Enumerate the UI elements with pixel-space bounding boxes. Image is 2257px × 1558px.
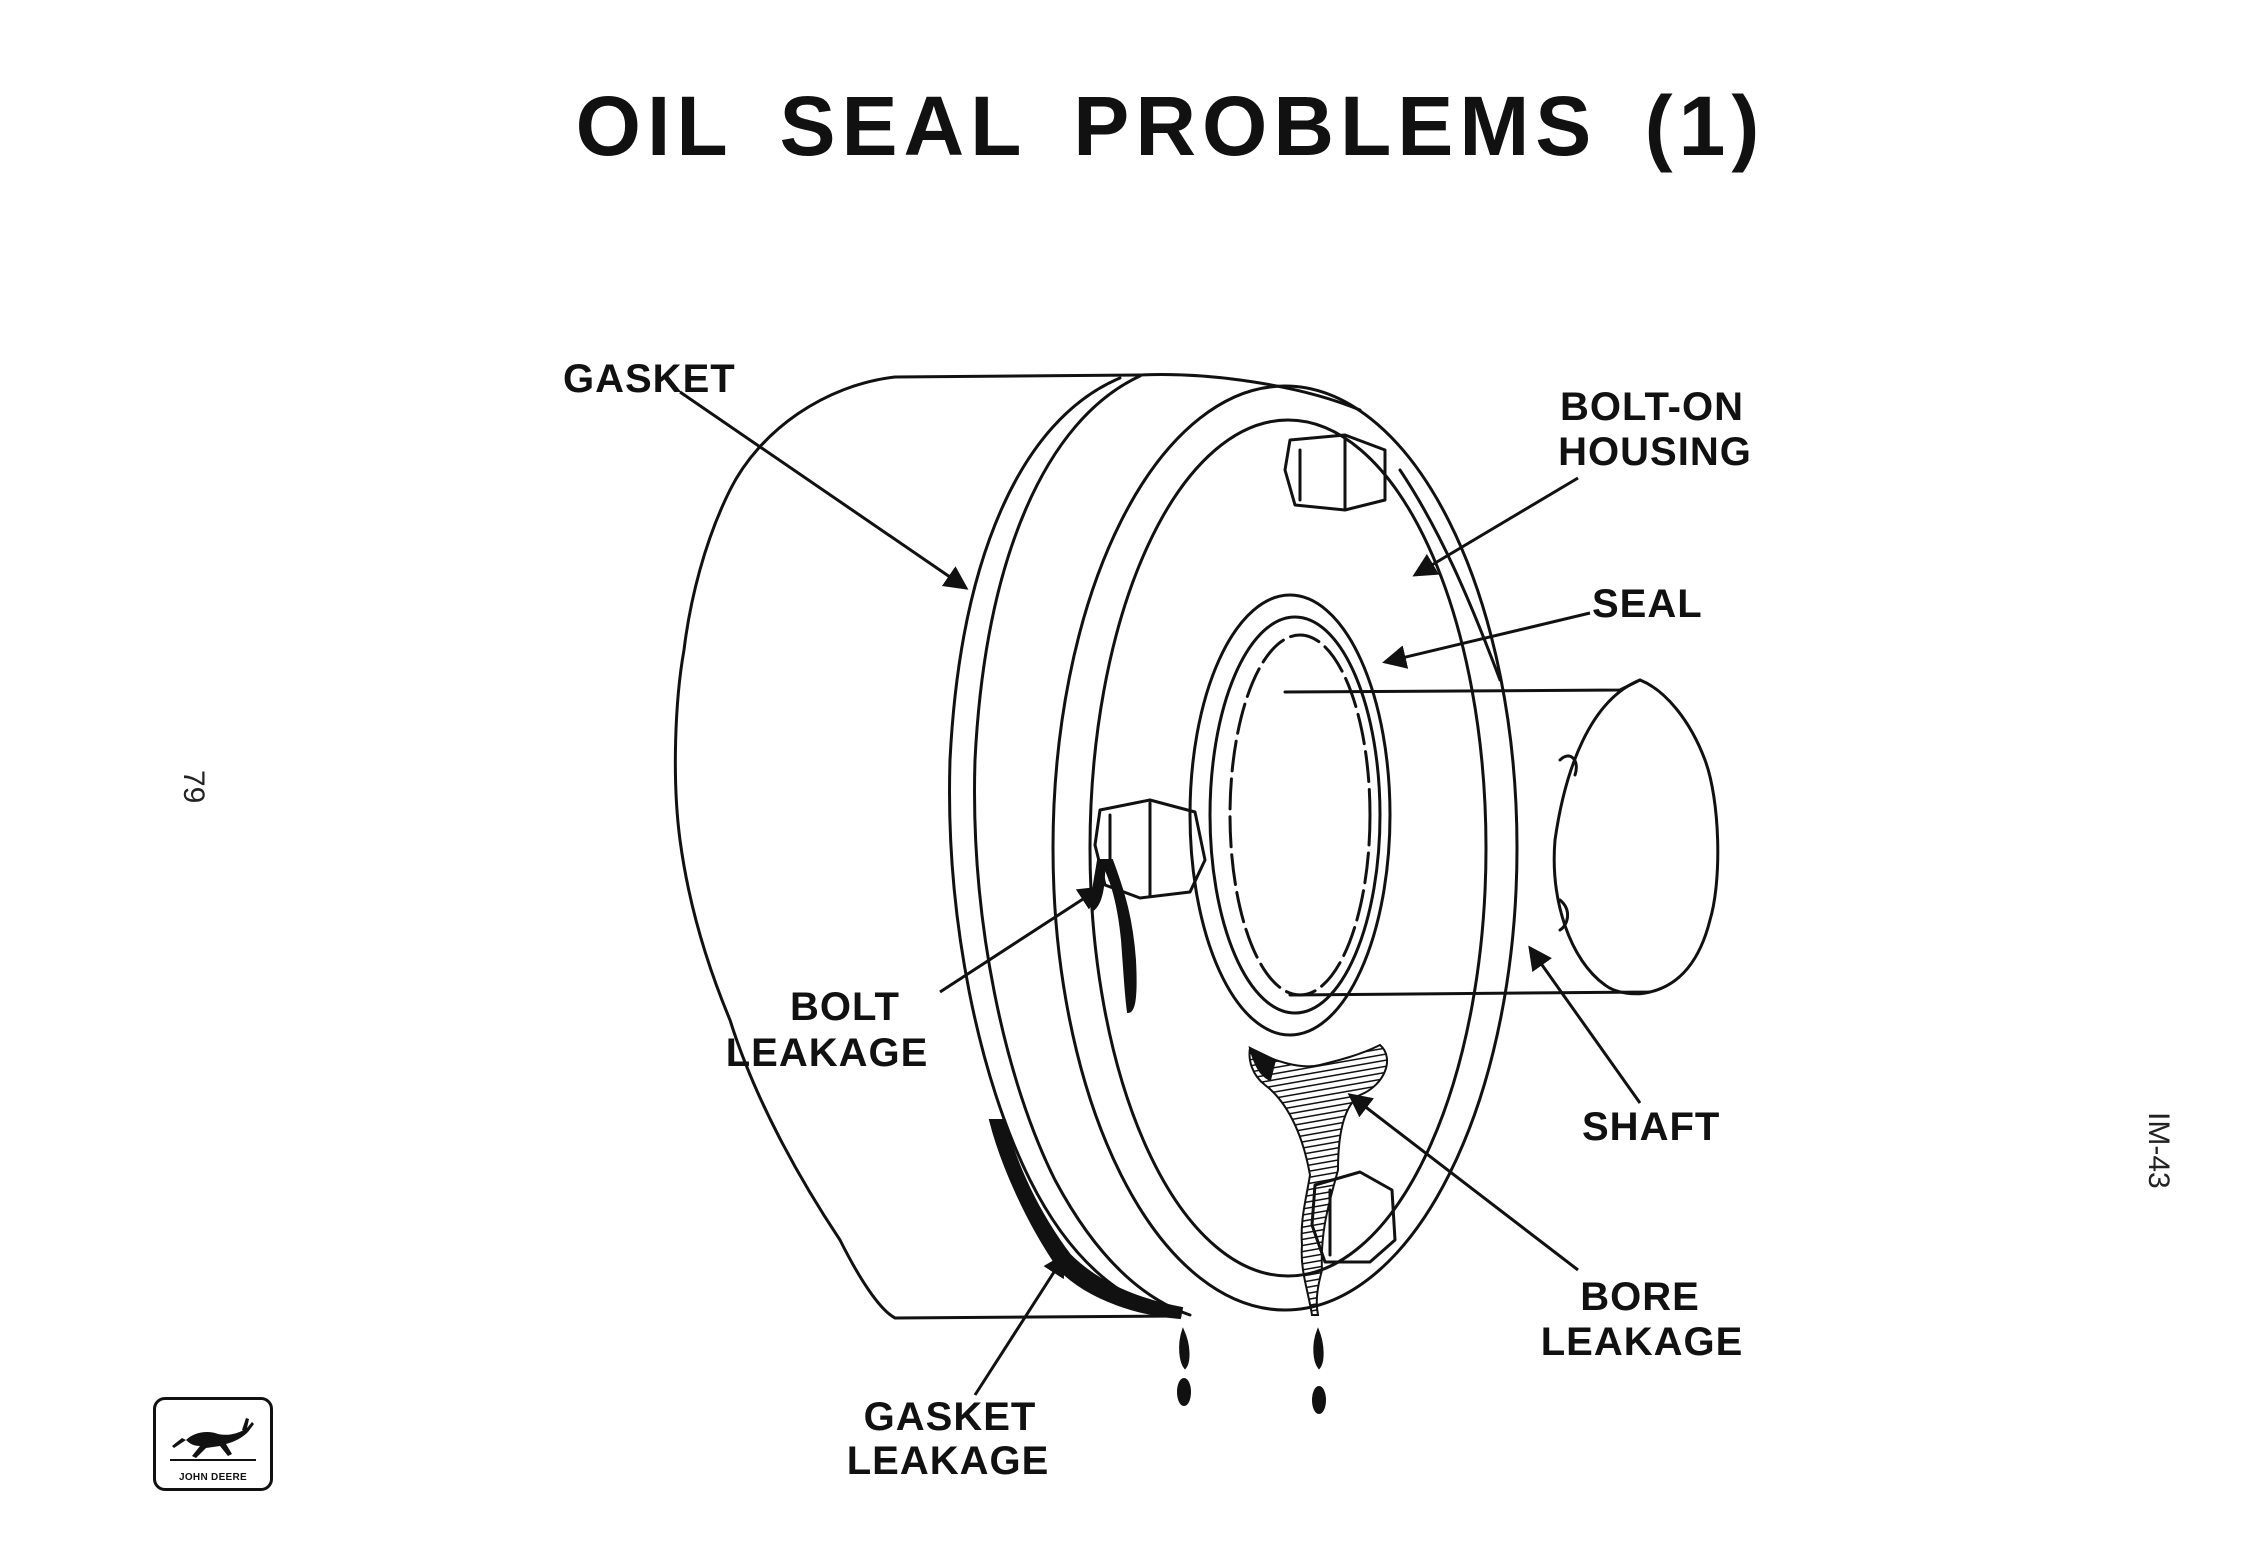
drip xyxy=(1313,1327,1324,1370)
document-code: IM-43 xyxy=(2142,1112,2175,1189)
housing-body xyxy=(673,373,1182,1320)
page-number: 79 xyxy=(177,770,210,804)
label-bolt-leakage: LEAKAGE xyxy=(726,1031,929,1075)
label-bore-leakage: BORE xyxy=(1580,1275,1700,1319)
gasket-leak xyxy=(988,1119,1184,1320)
page-title: OIL SEAL PROBLEMS (1) xyxy=(575,79,1766,173)
label-gasket: GASKET xyxy=(563,357,736,401)
label-bolt-on-housing: BOLT-ON xyxy=(1560,385,1744,429)
john-deere-logo: JOHN DEERE xyxy=(153,1397,273,1491)
logo-text: JOHN DEERE xyxy=(178,1472,247,1483)
label-bolt-leakage: BOLT xyxy=(790,985,900,1029)
label-gasket-leakage: LEAKAGE xyxy=(847,1439,1050,1483)
label-shaft: SHAFT xyxy=(1582,1105,1720,1149)
seal-ring xyxy=(1188,593,1392,1037)
bolt-leak xyxy=(1098,859,1137,1014)
drip xyxy=(1179,1327,1190,1370)
label-seal: SEAL xyxy=(1592,582,1703,626)
gasket-edge xyxy=(948,376,1177,1318)
bolt-on-housing-face xyxy=(1051,384,1519,1312)
label-bolt-on-housing: HOUSING xyxy=(1558,430,1752,474)
shaft xyxy=(1283,678,1720,997)
top-bolt xyxy=(1283,433,1387,512)
label-gasket-leakage: GASKET xyxy=(864,1395,1037,1439)
label-bore-leakage: LEAKAGE xyxy=(1541,1320,1744,1364)
left-bolt xyxy=(1093,798,1207,900)
leaping-deer-icon xyxy=(170,1418,256,1461)
bore-leak xyxy=(1248,1043,1389,1316)
